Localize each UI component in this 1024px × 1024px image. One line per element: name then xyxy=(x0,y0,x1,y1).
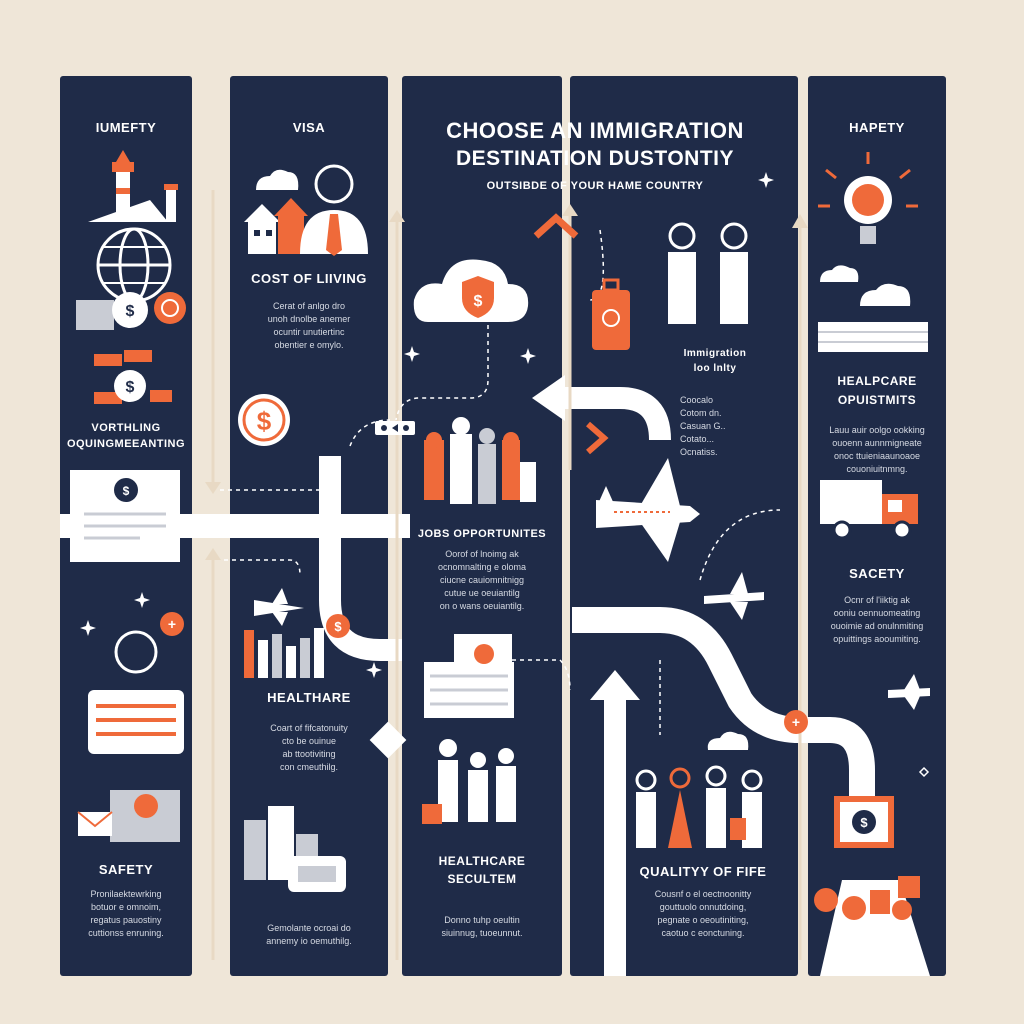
col1-section3-text: Pronilaektewrking botuor e omnoim, regat… xyxy=(88,889,164,938)
panel-column-5 xyxy=(808,76,946,976)
col2-section1-text: Cerat of anlgo dro unoh dnolbe anemer oc… xyxy=(267,301,351,350)
col2-section2-title: HEALTHARE xyxy=(267,690,351,705)
panel-column-4 xyxy=(570,76,798,976)
col4-label: Immigration loo lnlty xyxy=(683,348,747,374)
col5-section2-title: SACETY xyxy=(849,566,905,581)
col3-section2-text: Donno tuhp oeultin siuinnug, tuoeunnut. xyxy=(441,915,523,938)
col3-section1-title: JOBS OPPORTUNITES xyxy=(417,528,547,540)
col5-section1-title: HEALPCARE OPUISTMITS xyxy=(837,374,917,407)
col2-section3-text: Gemolante ocroai do annemy io oemuthilg. xyxy=(266,923,352,946)
col4-section2-title: QUALITYY OF FIFE xyxy=(639,864,767,879)
col1-section3-title: SAFETY xyxy=(98,862,154,877)
col5-section2-text: Ocnr of l'iiktig ak ooniu oennuomeating … xyxy=(830,595,924,644)
col2-section2-text: Coart of fifcatonuity cto be ouinue ab t… xyxy=(270,723,348,772)
page-title-line-2: DESTINATION DUSTONTIY xyxy=(455,147,735,170)
col4-label-text: Coocalo Cotom dn. Casuan G.. Cotato... O… xyxy=(680,395,726,457)
col1-heading: IUMEFTY xyxy=(95,120,157,135)
panel-column-1 xyxy=(60,76,192,976)
col3-section1-text: Oorof of lnoimg ak ocnomnalting e oloma … xyxy=(437,549,527,611)
col4-section2-text: Cousnf o el oectnoonitty gouttuolo onnut… xyxy=(654,889,752,938)
page-subtitle: OUTSIBDE OF YOUR HAME COUNTRY xyxy=(486,180,704,192)
col2-section1-title: COST OF LIIVING xyxy=(251,271,367,286)
col2-heading: VISA xyxy=(292,120,326,135)
col5-section1-text: Lauu auir oolgo ookking ouoenn aunnmigne… xyxy=(829,425,925,474)
col3-section2-title: HEALTHCARE SECULTEM xyxy=(438,854,526,886)
page-title-line-1: CHOOSE AN IMMIGRATION xyxy=(446,118,744,143)
col1-section2-title: Vorthling oquingmeeanting xyxy=(66,422,186,450)
col5-heading: HAPETY xyxy=(849,120,905,135)
panel-column-2 xyxy=(230,76,388,976)
panel-column-3 xyxy=(402,76,562,976)
